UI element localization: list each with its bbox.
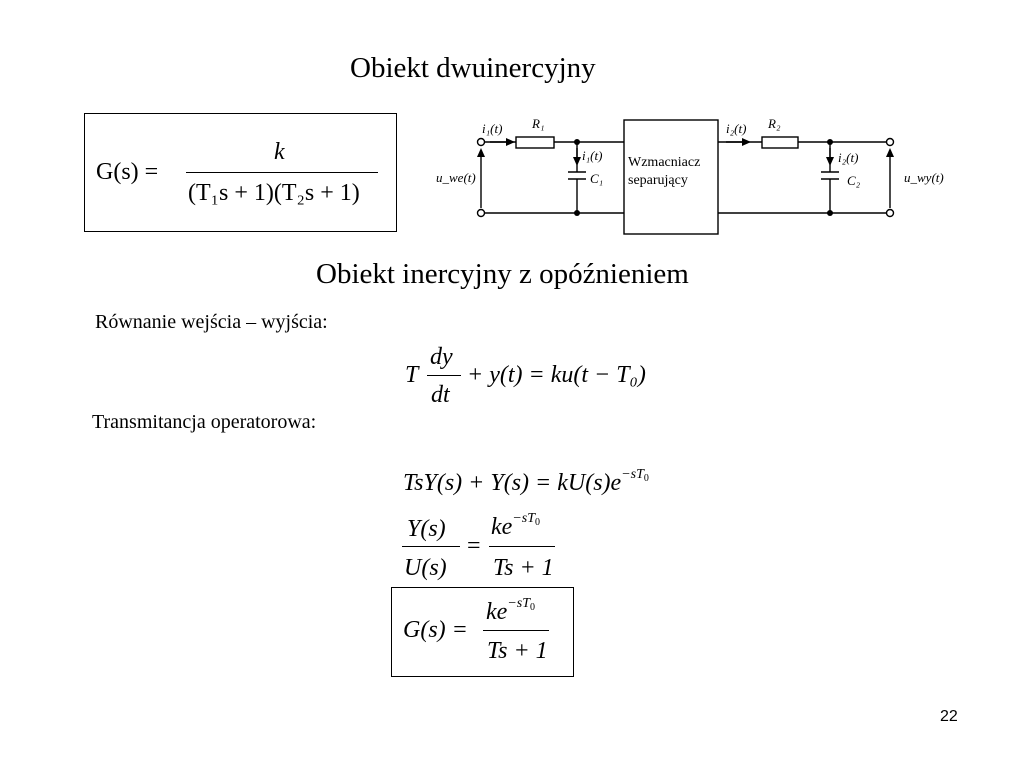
final-numerator: ke−sT0	[486, 596, 535, 625]
label-i1: i₁(t)	[482, 121, 502, 136]
label-io-equation: Równanie wejścia – wyjścia:	[95, 311, 328, 333]
final-denominator: Ts + 1	[487, 638, 548, 664]
label-c2: C₂	[847, 173, 861, 188]
input-terminal-bottom	[476, 208, 486, 218]
amplifier-label-line2: separujący	[628, 173, 688, 188]
circuit-diagram: i₁(t) R₁ i₁(t) C₁ u_we(t) Wzmacniacz sep…	[436, 116, 944, 235]
formula-g1-lhs: G(s) =	[96, 159, 159, 185]
title-dual-inertia: Obiekt dwuinercyjny	[350, 52, 596, 84]
diff-eq-numerator: dy	[430, 344, 453, 370]
label-r1: R₁	[531, 116, 544, 131]
ratio-equals: =	[467, 533, 481, 559]
formula-g1-fraction-bar	[186, 172, 378, 173]
resistor-r1	[515, 136, 555, 149]
i1-arrowhead	[506, 138, 515, 146]
formula-box-final	[391, 587, 574, 677]
ratio-rhs-denominator: Ts + 1	[493, 555, 554, 581]
label-i1-branch: i₁(t)	[582, 148, 602, 163]
resistor-r2	[761, 136, 799, 149]
amplifier-block	[623, 119, 719, 235]
junction-c2-top	[827, 139, 833, 145]
junction-c1-top	[574, 139, 580, 145]
label-i2-branch: i₂(t)	[838, 150, 858, 165]
u-in-arrowhead	[477, 148, 485, 157]
page-number: 22	[940, 708, 958, 725]
junction-c1-bottom	[574, 210, 580, 216]
laplace-equation: TsY(s) + Y(s) = kU(s)e−sT0	[403, 467, 649, 496]
label-transfer-function: Transmitancja operatorowa:	[92, 411, 317, 433]
formula-g1-numerator: k	[274, 139, 285, 165]
diff-eq-T: T	[405, 362, 419, 388]
output-terminal-bottom	[885, 208, 895, 218]
label-c1: C₁	[590, 171, 603, 186]
diff-eq-denominator: dt	[431, 382, 450, 408]
title-inertia-delay: Obiekt inercyjny z opóźnieniem	[316, 258, 689, 290]
diff-eq-fraction-bar	[427, 375, 461, 376]
ratio-rhs-numerator: ke−sT0	[491, 511, 540, 540]
final-lhs: G(s) =	[403, 617, 468, 643]
junction-c2-bottom	[827, 210, 833, 216]
ratio-rhs-fraction-bar	[489, 546, 555, 547]
i1-branch-arrowhead	[573, 157, 581, 166]
diff-eq-rest: + y(t) = ku(t − T₀)	[467, 362, 646, 388]
u-out-arrowhead	[886, 148, 894, 157]
ratio-lhs-numerator: Y(s)	[407, 516, 446, 542]
amplifier-label-line1: Wzmacniacz	[628, 155, 700, 170]
input-terminal-top	[476, 137, 486, 147]
label-u-in: u_we(t)	[436, 170, 476, 185]
final-fraction-bar	[483, 630, 549, 631]
i2-branch-arrowhead	[826, 157, 834, 166]
i2-arrowhead	[742, 138, 751, 146]
label-u-out: u_wy(t)	[904, 170, 944, 185]
ratio-lhs-denominator: U(s)	[404, 555, 447, 581]
label-i2: i₂(t)	[726, 121, 746, 136]
formula-box-dual-inertia	[84, 113, 397, 232]
label-r2: R₂	[767, 116, 781, 131]
ratio-lhs-fraction-bar	[402, 546, 460, 547]
output-terminal-top	[885, 137, 895, 147]
formula-g1-denominator: (T₁s + 1)(T₂s + 1)	[188, 180, 360, 206]
